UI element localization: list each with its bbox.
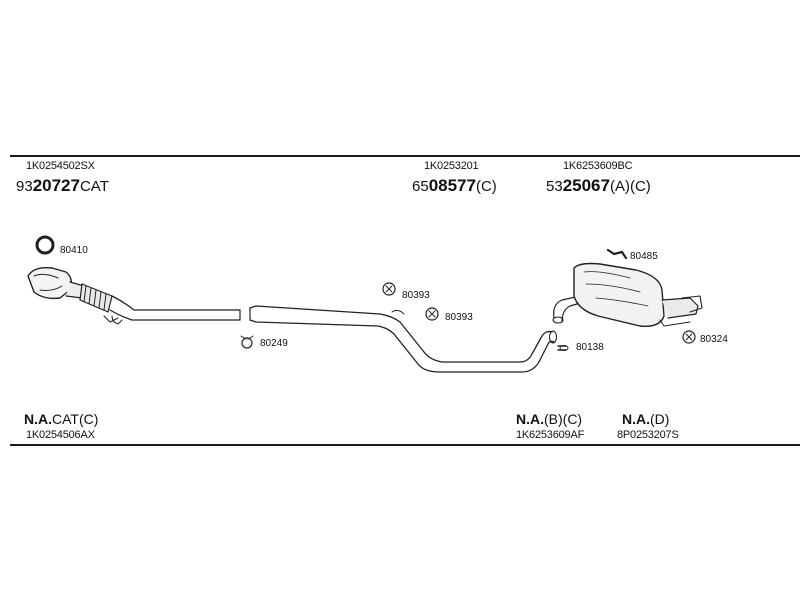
- clamp-80249: [240, 335, 254, 349]
- part-number-cat-bottom: 1K0254506AX: [26, 429, 95, 441]
- hanger-80485: [606, 248, 628, 260]
- callout-80249: 80249: [260, 338, 288, 349]
- bottom-divider-line: [10, 444, 800, 446]
- na-text: N.A.: [622, 411, 650, 427]
- code-suffix: CAT: [79, 178, 109, 195]
- callout-80393-a: 80393: [402, 290, 430, 301]
- code-main: 25067: [562, 176, 610, 195]
- catalog-code-cat: 9320727CAT: [16, 176, 109, 196]
- code-prefix: 53: [546, 178, 563, 195]
- part-number-silencer-bottom: 1K6253609AF: [516, 429, 585, 441]
- part-number-middle-pipe: 1K0253201: [424, 160, 479, 172]
- catalytic-converter: [27, 266, 85, 300]
- code-prefix: 93: [16, 178, 33, 195]
- top-divider-line: [10, 155, 800, 157]
- na-label-cat: N.A.CAT(C): [24, 411, 98, 427]
- code-prefix: 65: [412, 178, 429, 195]
- rear-silencer: [552, 262, 703, 327]
- na-label-silencer-b: N.A.(B)(C): [516, 411, 582, 427]
- code-main: 20727: [32, 176, 80, 195]
- clamp-80324: [682, 330, 696, 344]
- clamp-80393-a: [382, 282, 396, 296]
- callout-80138: 80138: [576, 342, 604, 353]
- na-text: N.A.: [516, 411, 544, 427]
- clamp-80138: [557, 345, 569, 351]
- code-suffix: (A)(C): [609, 178, 651, 195]
- mounting-ring-80410: [35, 235, 55, 255]
- callout-80324: 80324: [700, 334, 728, 345]
- na-suffix: CAT(C): [52, 411, 99, 427]
- callout-80410: 80410: [60, 245, 88, 256]
- na-suffix: (D): [650, 411, 670, 427]
- code-main: 08577: [428, 176, 476, 195]
- part-number-tip-bottom: 8P0253207S: [617, 429, 679, 441]
- front-pipe: [109, 295, 241, 321]
- middle-pipe: [249, 305, 558, 373]
- part-number-rear-silencer: 1K6253609BC: [563, 160, 633, 172]
- clamp-80393-b: [425, 307, 439, 321]
- part-number-cat: 1K0254502SX: [26, 160, 95, 172]
- flex-pipe: [79, 283, 123, 325]
- callout-80485: 80485: [630, 251, 658, 262]
- catalog-code-rear-silencer: 5325067(A)(C): [546, 176, 651, 196]
- code-suffix: (C): [475, 178, 497, 195]
- na-text: N.A.: [24, 411, 52, 427]
- catalog-code-middle-pipe: 6508577(C): [412, 176, 497, 196]
- na-label-tip-d: N.A.(D): [622, 411, 669, 427]
- na-suffix: (B)(C): [544, 411, 583, 427]
- callout-80393-b: 80393: [445, 312, 473, 323]
